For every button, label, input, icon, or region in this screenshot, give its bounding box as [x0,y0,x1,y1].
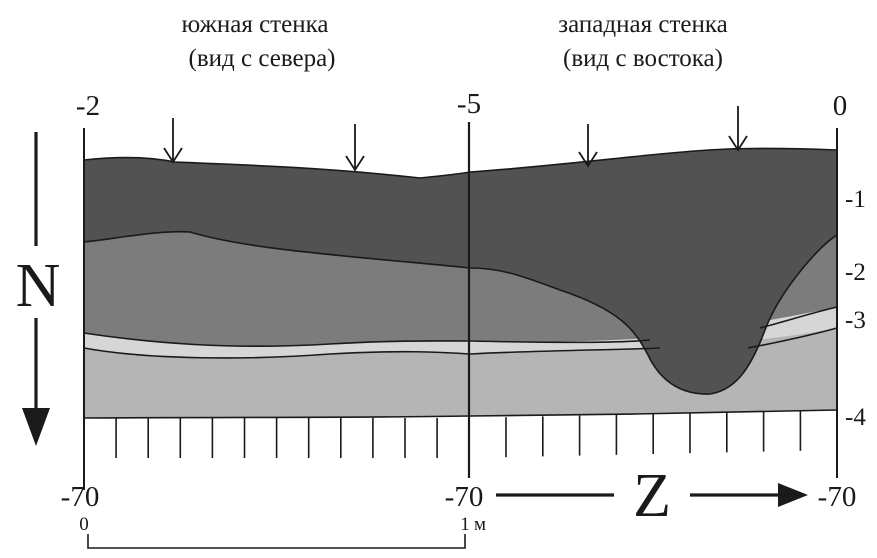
z-axis-label: Z [633,462,671,530]
level-label-2: -2 [845,259,866,286]
level-label-1: -1 [845,186,866,213]
down-arrow-icon [163,118,183,164]
top-coord-left: -2 [76,90,100,122]
scale-unit-label: м [474,514,486,535]
right-arrowhead-icon [778,483,808,507]
sampling-arrows [163,106,748,172]
bottom-coord-right: -70 [818,481,857,513]
boundary-2-3 [83,306,838,348]
north-axis-label: N [16,252,61,320]
header-south-wall: южная стенка [182,11,329,38]
down-arrow-icon [578,124,598,168]
layer-1-dark-topsoil [84,148,837,395]
boundary-top-surface [83,147,838,179]
boundary-1-2 [83,230,838,395]
bottom-tick-marks [83,410,802,458]
level-label-4: -4 [845,404,866,431]
bottom-coord-middle: -70 [445,481,484,513]
top-coord-middle: -5 [457,88,481,120]
layer-boundaries [83,147,838,419]
header-west-wall: западная стенка [558,11,727,38]
scale-one-label: 1 [460,514,470,535]
down-arrow-icon [345,124,365,172]
boundary-3-4 [83,327,838,359]
bottom-coord-left: -70 [61,481,100,513]
down-arrow-icon [728,106,748,152]
down-arrowhead-icon [22,408,50,446]
scale-zero-label: 0 [79,514,89,535]
header-south-wall-view: (вид с севера) [189,45,336,72]
level-label-3: -3 [845,307,866,334]
top-coord-right: 0 [833,90,848,122]
header-west-wall-view: (вид с востока) [563,45,723,72]
scale-bar [87,534,466,549]
